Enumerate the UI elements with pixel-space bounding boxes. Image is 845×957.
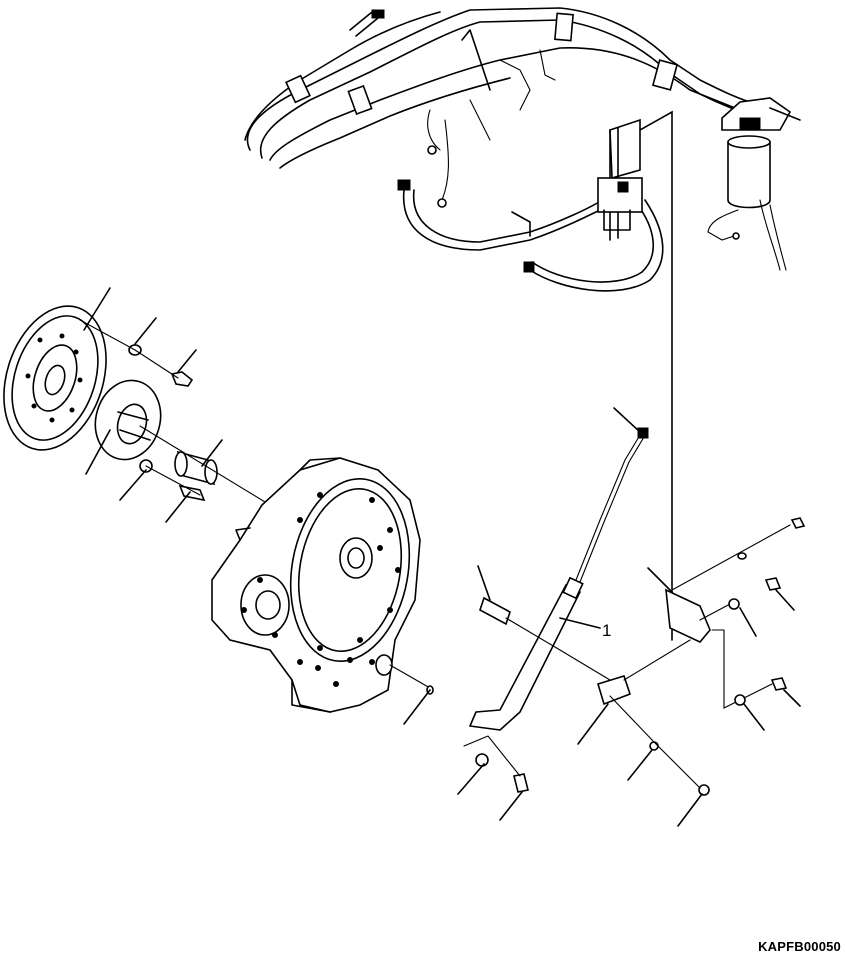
leader-line-bracket [639, 110, 673, 641]
dipstick-tube [426, 427, 806, 796]
leader-lines [83, 287, 801, 827]
flywheel-housing [211, 457, 431, 713]
hose-harness-assembly [244, 7, 801, 292]
drawing-code: KAPFB00050 [758, 939, 841, 954]
flywheel-bolt-holes [25, 333, 83, 423]
callout-1: 1 [602, 621, 611, 640]
housing-bolt-holes [241, 492, 401, 687]
flywheel-assembly [3, 305, 271, 506]
